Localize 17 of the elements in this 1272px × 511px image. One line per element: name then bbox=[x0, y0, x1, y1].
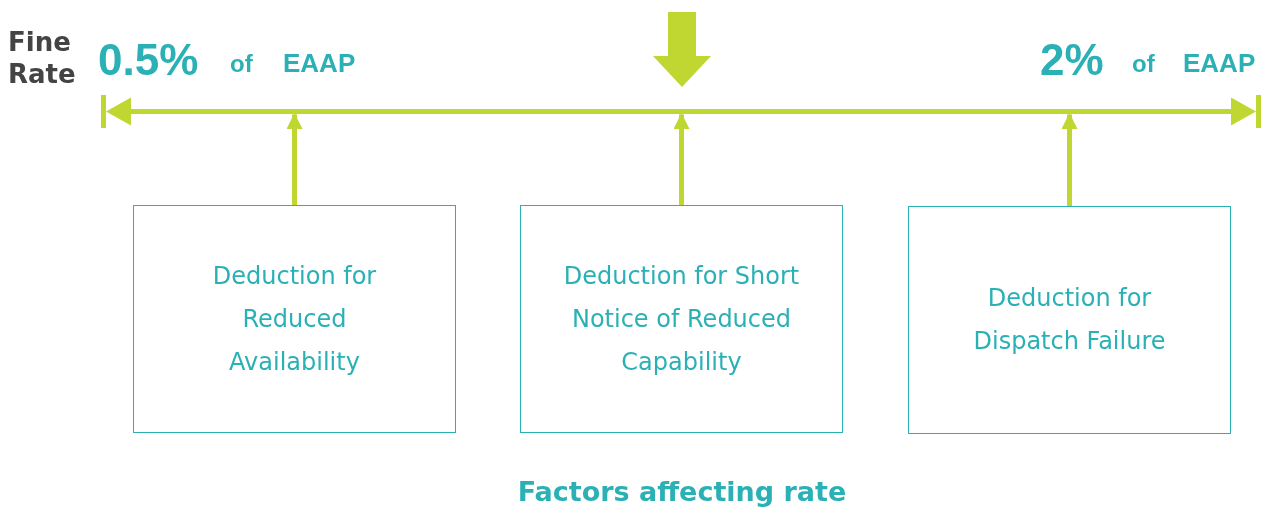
rate-value: 2% bbox=[1040, 38, 1104, 82]
factor-box bbox=[520, 205, 843, 433]
factor-text: Deduction for Dispatch Failure bbox=[972, 283, 1167, 357]
factor-box bbox=[133, 205, 456, 433]
rate-unit: EAAP bbox=[283, 50, 356, 76]
rate-unit: of bbox=[230, 52, 253, 76]
rate-unit: of bbox=[1132, 52, 1155, 76]
arrow bbox=[1061, 112, 1078, 206]
rate-value: 0.5% bbox=[98, 38, 199, 82]
axis-title: Fine Rate bbox=[8, 26, 77, 90]
rate-unit: EAAP bbox=[1183, 50, 1256, 76]
arrow bbox=[673, 112, 690, 205]
caption-text: Factors affecting rate bbox=[516, 478, 848, 505]
factor-text: Deduction for Short Notice of Reduced Capability bbox=[562, 260, 801, 378]
arrow bbox=[286, 112, 303, 205]
factor-box bbox=[908, 206, 1231, 434]
factor-text: Deduction for Reduced Availability bbox=[211, 260, 378, 378]
